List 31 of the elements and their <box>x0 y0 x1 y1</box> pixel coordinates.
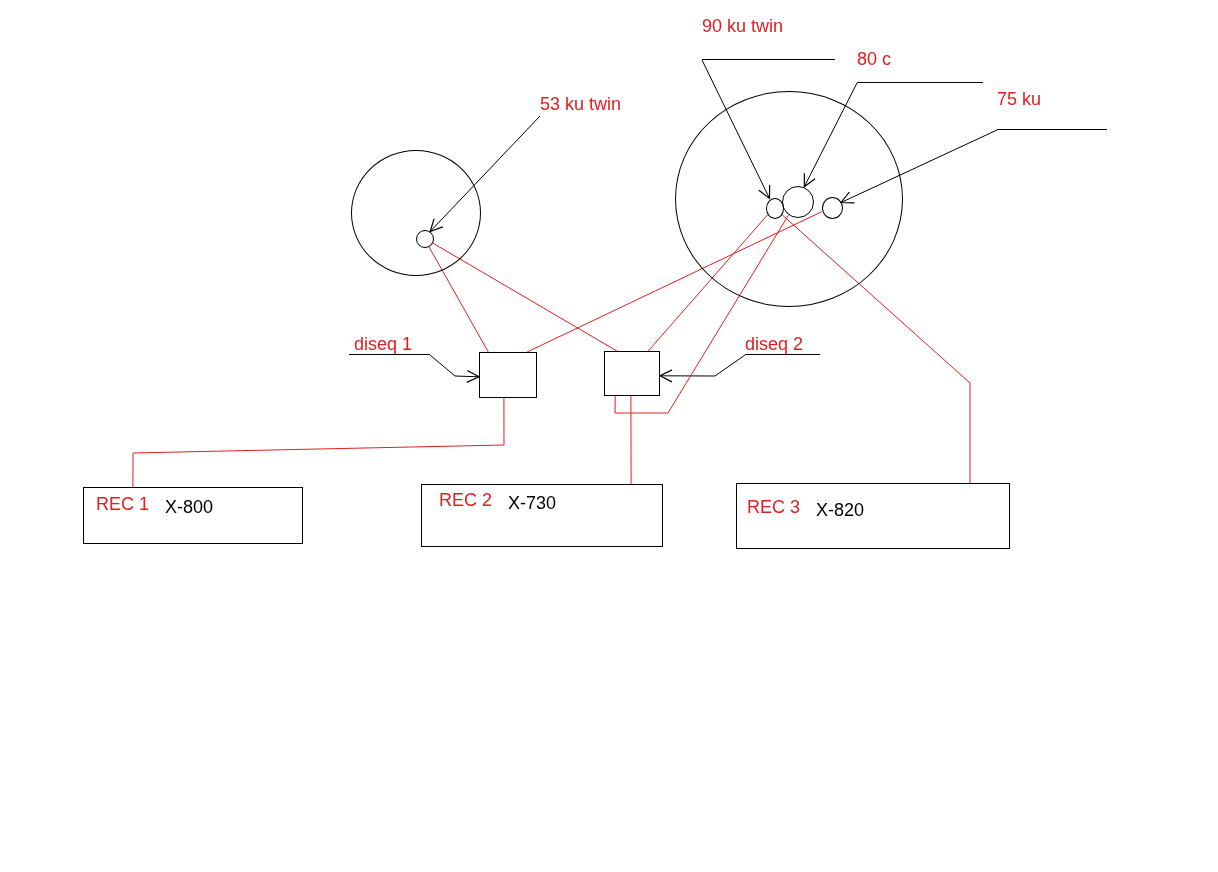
callout-label: 75 ku <box>997 89 1107 130</box>
leader-arrow <box>803 82 858 188</box>
leader-arrow <box>701 59 771 199</box>
cable-line <box>647 214 769 352</box>
callout-label: 90 ku twin <box>702 16 835 60</box>
leader-arrow <box>429 115 541 233</box>
callout-label: 80 c <box>857 49 983 83</box>
cable-line <box>630 395 632 485</box>
receiver-box <box>83 487 303 544</box>
callout-label: diseq 2 <box>745 334 820 355</box>
cable-line <box>780 213 971 484</box>
receiver-label: REC 1 <box>96 494 149 514</box>
callout-label: diseq 1 <box>349 334 430 355</box>
leader-arrow <box>659 354 746 383</box>
leader-arrow <box>429 354 480 383</box>
switch-box <box>604 351 660 396</box>
model-label: X-820 <box>816 500 865 520</box>
cable-line <box>132 397 505 488</box>
switch-box <box>479 352 537 398</box>
model-label: X-730 <box>508 493 557 513</box>
receiver-label: REC 3 <box>747 497 800 517</box>
callout-label: 53 ku twin <box>540 94 640 116</box>
cable-line <box>526 211 823 353</box>
leader-arrow <box>840 129 998 204</box>
cable-line <box>427 245 489 353</box>
receiver-box <box>421 484 663 547</box>
cable-line <box>431 242 618 352</box>
receiver-label: REC 2 <box>439 490 492 510</box>
cable-line <box>614 214 790 414</box>
receiver-box <box>736 483 1010 549</box>
model-label: X-800 <box>165 497 214 517</box>
